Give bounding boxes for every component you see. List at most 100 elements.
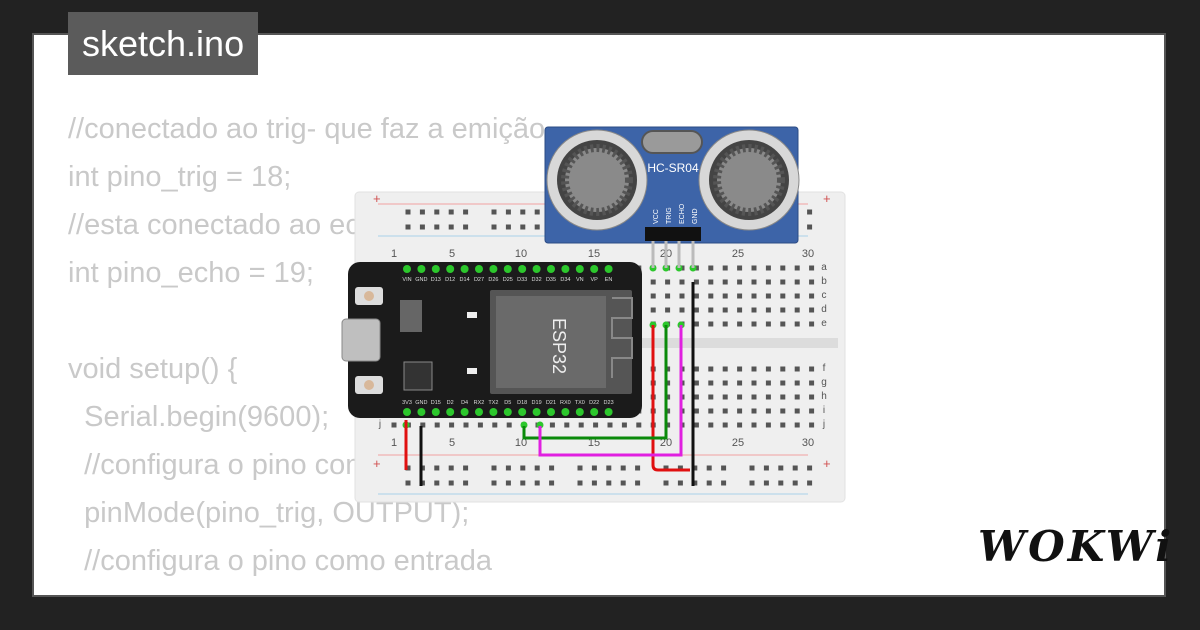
esp32-pin[interactable] xyxy=(590,265,599,273)
breadboard-hole xyxy=(665,279,671,285)
rail-hole xyxy=(448,480,454,486)
breadboard-hole xyxy=(737,293,743,299)
esp32-pin[interactable] xyxy=(489,408,498,416)
breadboard-hole xyxy=(765,265,771,271)
breadboard-hole xyxy=(722,422,728,428)
breadboard-hole xyxy=(765,380,771,386)
wires xyxy=(404,282,695,486)
wire-vcc[interactable] xyxy=(651,325,690,472)
rail-hole xyxy=(491,209,497,215)
breadboard-hole xyxy=(794,279,800,285)
rail-plus-label: + xyxy=(373,456,381,471)
hc-sr04-sensor[interactable]: HC-SR04 VCC TRIG ECHO GND xyxy=(544,126,800,268)
breadboard-hole xyxy=(722,279,728,285)
rail-hole xyxy=(549,465,555,471)
esp32-pin[interactable] xyxy=(532,408,541,416)
esp32-pin-label: GND xyxy=(415,400,427,406)
esp32-pin[interactable] xyxy=(590,408,599,416)
breadboard-hole xyxy=(708,394,714,400)
esp32-pin[interactable] xyxy=(475,408,483,416)
esp32-pin[interactable] xyxy=(503,265,512,273)
esp32-pin[interactable] xyxy=(403,408,411,416)
esp32-pin[interactable] xyxy=(446,265,455,273)
esp32-pin[interactable] xyxy=(460,408,469,416)
rail-hole xyxy=(520,480,526,486)
rail-hole xyxy=(778,480,784,486)
rail-hole xyxy=(663,465,669,471)
rail-hole xyxy=(677,480,683,486)
breadboard-hole xyxy=(722,366,728,372)
wire-echo[interactable] xyxy=(538,325,683,457)
esp32-pin[interactable] xyxy=(417,408,426,416)
breadboard-hole xyxy=(794,307,800,313)
breadboard-hole xyxy=(492,422,498,428)
esp32-pin[interactable] xyxy=(431,408,440,416)
breadboard-hole xyxy=(780,279,786,285)
breadboard-hole xyxy=(722,394,728,400)
breadboard-hole xyxy=(737,394,743,400)
breadboard-hole xyxy=(751,408,757,414)
esp32-pin[interactable] xyxy=(547,408,555,416)
esp32-pin[interactable] xyxy=(561,265,570,273)
esp32-pin[interactable] xyxy=(518,408,527,416)
esp32-pin[interactable] xyxy=(489,265,498,273)
breadboard-hole xyxy=(722,380,728,386)
breadboard-hole xyxy=(506,422,512,428)
breadboard-hole xyxy=(737,321,743,327)
column-number: 25 xyxy=(732,248,744,260)
esp32-pin[interactable] xyxy=(460,265,469,273)
breadboard-hole xyxy=(751,380,757,386)
esp32-pin[interactable] xyxy=(604,408,613,416)
esp32-pin[interactable] xyxy=(446,408,455,416)
antenna-trace xyxy=(611,297,633,378)
row-letter: h xyxy=(821,391,827,402)
rail-hole xyxy=(434,480,440,486)
esp32-pin[interactable] xyxy=(575,265,584,273)
breadboard-hole xyxy=(765,321,771,327)
esp32-pin[interactable] xyxy=(575,408,584,416)
breadboard-hole xyxy=(794,366,800,372)
rail-hole xyxy=(419,224,425,230)
esp32-pin[interactable] xyxy=(475,265,483,273)
rail-hole xyxy=(505,480,511,486)
esp32-pin[interactable] xyxy=(431,265,440,273)
breadboard-hole xyxy=(708,265,714,271)
esp32-pin[interactable] xyxy=(604,265,613,273)
column-number: 10 xyxy=(515,437,527,449)
breadboard-hole xyxy=(794,265,800,271)
esp32-pin-label: RX0 xyxy=(560,400,571,406)
column-number: 1 xyxy=(391,248,397,260)
usb-uart-chip xyxy=(403,361,433,391)
esp32-pin[interactable] xyxy=(547,265,555,273)
breadboard-hole xyxy=(549,422,555,428)
breadboard-hole xyxy=(708,408,714,414)
breadboard-hole xyxy=(708,307,714,313)
esp32-pin-label: D5 xyxy=(504,400,511,406)
esp32-pin[interactable] xyxy=(403,265,411,273)
breadboard-hole xyxy=(794,408,800,414)
rail-hole xyxy=(721,465,727,471)
rail-hole xyxy=(606,480,612,486)
esp32-pin[interactable] xyxy=(503,408,512,416)
wire-trig[interactable] xyxy=(522,325,668,440)
breadboard-hole xyxy=(449,422,455,428)
esp32-pin[interactable] xyxy=(518,265,527,273)
breadboard-hole xyxy=(607,422,613,428)
rail-hole xyxy=(491,465,497,471)
breadboard-hole xyxy=(737,380,743,386)
breadboard-hole xyxy=(780,380,786,386)
wokwi-logo: WOKWi xyxy=(978,522,1175,571)
esp32-pin[interactable] xyxy=(417,265,426,273)
esp32-pin[interactable] xyxy=(532,265,541,273)
esp32-pin[interactable] xyxy=(561,408,570,416)
smd-component xyxy=(467,368,477,374)
rail-hole xyxy=(692,465,698,471)
esp32-pin-label: D32 xyxy=(532,277,542,283)
breadboard-hole xyxy=(765,422,771,428)
breadboard-hole xyxy=(780,408,786,414)
code-line: int pino_trig = 18; xyxy=(68,161,292,193)
row-letter: i xyxy=(823,405,825,416)
esp32-pin-label: D34 xyxy=(560,277,570,283)
usb-port xyxy=(341,318,381,362)
